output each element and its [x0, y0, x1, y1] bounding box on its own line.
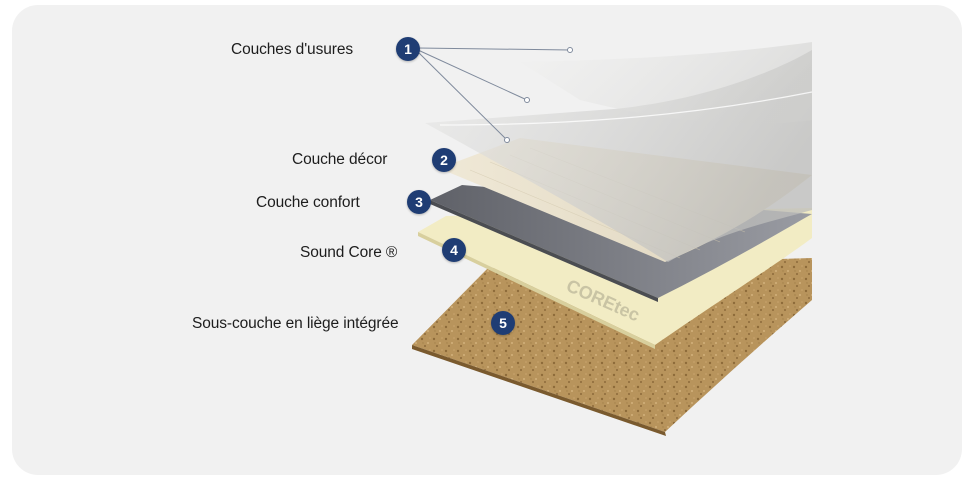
layer-5-label: Sous-couche en liège intégrée — [192, 315, 399, 332]
layer-1-badge: 1 — [396, 37, 420, 61]
layer-3-badge: 3 — [407, 190, 431, 214]
layer-4-label: Sound Core ® — [300, 244, 398, 261]
wear-layers — [425, 42, 813, 262]
layer-2-label: Couche décor — [292, 151, 388, 168]
leader-line-endpoints — [504, 47, 573, 143]
layer-5-badge: 5 — [491, 311, 515, 335]
layer-1-label: Couches d'usures — [231, 41, 353, 58]
layer-4-badge: 4 — [442, 238, 466, 262]
layer-3-label: Couche confort — [256, 194, 360, 211]
layer-2-badge: 2 — [432, 148, 456, 172]
wear-layer-leader-lines — [417, 47, 571, 141]
